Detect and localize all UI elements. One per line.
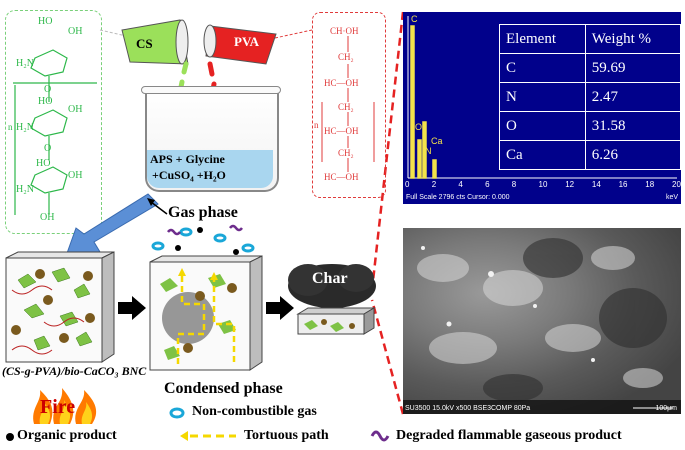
eds-cell-element: N [499, 82, 586, 112]
eds-peak-n: N [425, 146, 432, 156]
condensed-cube [149, 255, 263, 371]
cs-label-10: OH [68, 170, 83, 181]
sem-image: SU3500 15.0kV x500 BSE3COMP 80Pa 100μm [403, 228, 681, 414]
cs-label-12: OH [40, 212, 55, 223]
legend-tortuous: Tortuous path [244, 428, 329, 443]
legend-non-combustible: Non-combustible gas [192, 404, 317, 419]
degraded-icon [370, 430, 390, 442]
eds-peak-o: O [415, 122, 423, 132]
eds-tick-label: 4 [458, 180, 463, 189]
eds-peak-ca: Ca [431, 136, 443, 146]
eds-tick-label: 2 [431, 180, 437, 189]
pva-label-n: n [314, 120, 319, 130]
eds-cell-weight: 59.69 [584, 53, 682, 83]
non-combustible-icon [169, 407, 185, 419]
eds-cell-element: Ca [499, 140, 586, 170]
beaker-solution [147, 150, 273, 188]
eds-peak-c: C [411, 14, 418, 24]
eds-tick-label: 12 [565, 180, 575, 189]
eds-tick-label: 18 [645, 180, 655, 189]
eds-tick-label: 0 [405, 180, 410, 189]
eds-tick-label: 6 [485, 180, 490, 189]
eds-unit: keV [665, 194, 678, 201]
sem-texture [403, 238, 681, 414]
pva-label-6: CH₂ [338, 148, 354, 158]
table-row: C 59.69 [499, 53, 682, 83]
fire-icon [33, 388, 97, 424]
cs-structure-box [5, 10, 102, 234]
cs-label-7: H₂N [16, 122, 34, 133]
eds-tick-label: 14 [591, 180, 601, 189]
table-row: N 2.47 [499, 82, 682, 112]
pva-structure-box [312, 12, 386, 198]
eds-cell-element: O [499, 111, 586, 141]
pva-cup [203, 24, 277, 65]
pva-label-1: CH·OH [330, 26, 359, 36]
gas-phase-label: Gas phase [168, 204, 238, 221]
pva-bonds [321, 36, 375, 172]
eds-table: Element Weight % C 59.69 N 2.47 O 31.58 … [499, 24, 682, 170]
cs-label-5: HO [38, 96, 53, 107]
fire-label: Fire [40, 396, 76, 418]
eds-header-element: Element [499, 24, 586, 54]
pva-cup-label: PVA [234, 34, 260, 49]
cs-label-11: H₂N [16, 184, 34, 195]
cs-label-2: OH [68, 26, 83, 37]
eds-table-header-row: Element Weight % [499, 24, 682, 54]
legend-organic: Organic product [17, 428, 117, 443]
char-cloud [288, 264, 376, 308]
cs-label-6: OH [68, 104, 83, 115]
cs-label-1: HO [38, 16, 53, 27]
eds-panel: C O N Ca Element Weight % C 59.69 N 2.47… [403, 12, 682, 204]
gas-phase-arrow [147, 198, 168, 215]
pva-label-5: HC—OH [324, 126, 359, 136]
cs-label-9: HO [36, 158, 51, 169]
condensed-phase-label: Condensed phase [164, 380, 283, 397]
tortuous-icon [180, 431, 236, 441]
table-row: O 31.58 [499, 111, 682, 141]
eds-status: Full Scale 2796 cts Cursor: 0.000 [406, 194, 510, 201]
beaker-text-line2: +CuSO₄ +H₂O [152, 168, 226, 182]
sem-info: SU3500 15.0kV x500 BSE3COMP 80Pa [405, 405, 531, 412]
eds-tick-label: 10 [538, 180, 548, 189]
legend-degraded: Degraded flammable gaseous product [396, 428, 622, 443]
beaker-text-line1: APS + Glycine [150, 152, 225, 166]
cs-label-3: H₂N [16, 58, 34, 69]
right-arrow-1 [118, 296, 146, 320]
cs-cup-label: CS [136, 36, 153, 51]
eds-cell-weight: 2.47 [584, 82, 682, 112]
cs-cup [121, 19, 189, 65]
pva-label-4: CH₂ [338, 102, 354, 112]
composite-label: (CS-g-PVA)/bio-CaCO₃ BNC [2, 364, 147, 378]
eds-cell-weight: 6.26 [584, 140, 682, 170]
table-row: Ca 6.26 [499, 140, 682, 170]
right-arrow-2 [266, 296, 294, 320]
pva-label-3: HC—OH [324, 78, 359, 88]
cs-label-13: n [8, 122, 13, 132]
eds-cell-element: C [499, 53, 586, 83]
pva-label-7: HC—OH [324, 172, 359, 182]
eds-tick-label: 8 [511, 180, 517, 189]
eds-spectrum [407, 16, 677, 179]
eds-tick-label: 16 [618, 180, 628, 189]
cs-label-8: O [44, 143, 52, 154]
cs-structure-drawing [13, 49, 97, 215]
sem-scale-bar: 100μm [655, 405, 677, 412]
composite-cube [5, 251, 115, 363]
beaker-rim [141, 86, 281, 94]
eds-header-weight: Weight % [584, 24, 682, 54]
cs-label-4: O [44, 84, 52, 95]
char-cube [296, 307, 376, 335]
eds-tick-label: 20 [672, 180, 681, 189]
pva-label-2: CH₂ [338, 52, 354, 62]
organic-icon [6, 433, 14, 441]
char-label: Char [312, 270, 348, 287]
eds-cell-weight: 31.58 [584, 111, 682, 141]
